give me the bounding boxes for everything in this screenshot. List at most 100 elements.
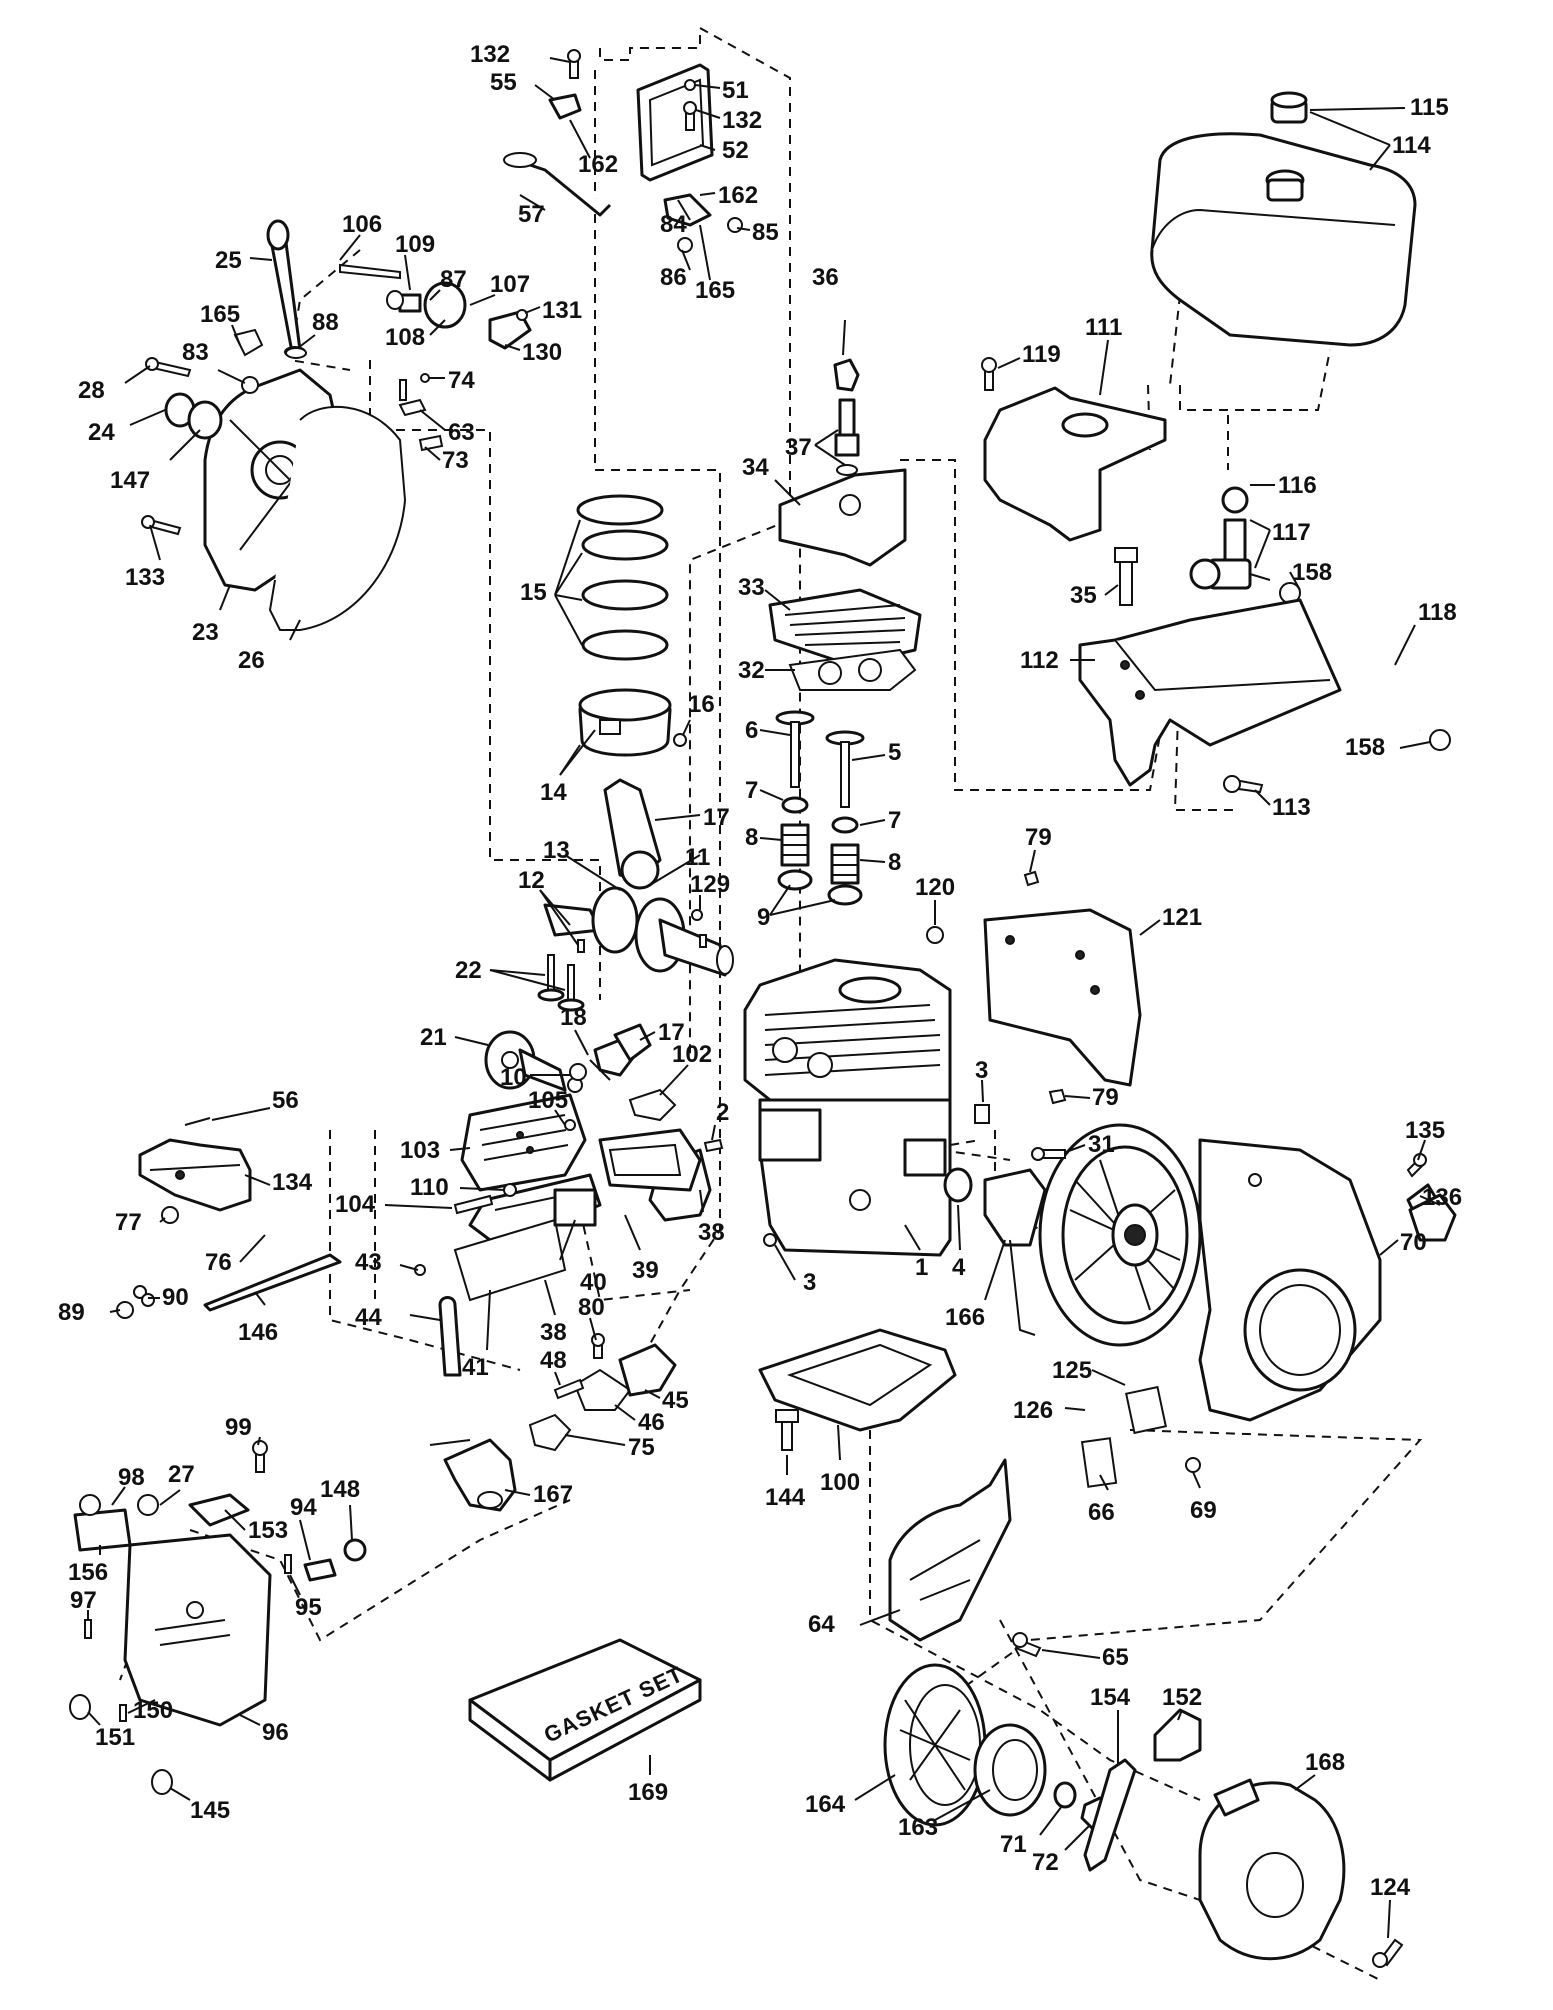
callout-85: 85 [752,219,779,246]
spring-56 [184,1117,211,1126]
callout-113: 113 [1272,794,1311,821]
callout-108: 108 [385,324,425,351]
air-cleaner-cover-plate [188,1493,250,1527]
starter-cup-screen [883,1663,987,1827]
callout-162-b: 162 [718,182,758,209]
callout-37: 37 [785,434,812,461]
cylinder-head-gasket [788,648,917,691]
callout-70: 70 [1400,1229,1427,1256]
callout-2: 2 [716,1099,729,1126]
callout-18: 18 [560,1004,587,1031]
callout-labels: 132 55 51 132 162 52 57 162 84 86 165 85… [58,41,1462,1901]
callout-10: 10 [500,1064,527,1091]
timing-gear-key [577,934,707,953]
callout-146: 146 [238,1319,278,1346]
governor-control-bracket [138,1138,252,1212]
callout-120: 120 [915,874,955,901]
callout-166: 166 [945,1304,985,1331]
callout-65: 65 [1102,1644,1129,1671]
callout-89: 89 [58,1299,85,1326]
callout-45: 45 [662,1387,689,1414]
callout-33: 33 [738,574,765,601]
spark-plug-cover [833,358,860,392]
control-panel-bracket [1078,598,1342,787]
callout-125: 125 [1052,1357,1092,1384]
callout-5: 5 [888,739,901,766]
callout-48: 48 [540,1347,567,1374]
crankshaft [543,886,734,977]
breather-valve [553,1188,597,1227]
callout-63: 63 [448,419,475,446]
fuel-line [1297,605,1425,732]
callout-99: 99 [225,1414,252,1441]
callout-44: 44 [355,1304,382,1331]
callout-129: 129 [690,871,730,898]
callout-97: 97 [70,1587,97,1614]
choke-parts [303,1538,367,1582]
callout-16: 16 [688,691,715,718]
crankcase-gasket [268,405,407,631]
callout-165-b: 165 [200,301,240,328]
callout-74: 74 [448,367,475,394]
callout-15: 15 [520,579,547,606]
callout-158: 158 [1292,559,1332,586]
callout-77: 77 [115,1209,142,1236]
piston-rings [576,494,669,661]
flywheel [1038,1123,1202,1347]
piston-pin-retainer [673,733,687,747]
callout-116: 116 [1278,472,1317,499]
fuel-tank [1150,132,1417,347]
callout-1: 1 [915,1254,928,1281]
callout-24: 24 [88,419,115,446]
callout-56: 56 [272,1087,299,1114]
callout-106: 106 [342,211,382,238]
callout-31: 31 [1088,1131,1115,1158]
callout-88: 88 [312,309,339,336]
callout-9: 9 [757,904,770,931]
callout-26: 26 [238,647,265,674]
callout-8: 8 [745,824,758,851]
callout-12: 12 [518,867,545,894]
starter-cup [973,1723,1047,1817]
callout-109: 109 [395,231,435,258]
valve-lifter [537,954,585,1012]
callout-136: 136 [1422,1184,1462,1211]
cylinder-block [743,958,952,1257]
callout-135: 135 [1405,1117,1445,1144]
callout-75: 75 [628,1434,655,1461]
rewind-starter [1198,1778,1346,1961]
callout-22: 22 [455,957,482,984]
callout-7-b: 7 [888,807,901,834]
hose-clamp [1279,582,1451,751]
washer-71 [1053,1781,1077,1809]
callout-114: 114 [1392,132,1431,159]
piston [578,688,672,757]
muffler [460,1093,587,1192]
starter-handle-bracket [1083,1708,1202,1872]
callout-51: 51 [722,77,749,104]
callout-79-b: 79 [1092,1084,1119,1111]
air-cleaner-housing [123,1533,272,1727]
callout-150: 150 [133,1697,173,1724]
callout-95: 95 [295,1594,322,1621]
callout-13: 13 [543,837,570,864]
callout-79: 79 [1025,824,1052,851]
callout-148: 148 [320,1476,360,1503]
callout-131: 131 [542,297,582,324]
oil-fill-dipstick [266,219,306,358]
callout-71: 71 [1000,1831,1027,1858]
callout-76: 76 [205,1249,232,1276]
connecting-rod [603,778,662,890]
small-hardware [69,49,1457,1968]
callout-132: 132 [470,41,510,68]
callout-118: 118 [1418,599,1457,626]
callout-35: 35 [1070,582,1097,609]
callout-55: 55 [490,69,517,96]
oil-seal-right [943,1167,973,1203]
callout-87: 87 [440,266,467,293]
breather-assembly [598,1128,712,1222]
callout-17: 17 [703,804,730,831]
callout-167: 167 [533,1481,573,1508]
callout-7: 7 [745,777,758,804]
callout-130: 130 [522,339,562,366]
